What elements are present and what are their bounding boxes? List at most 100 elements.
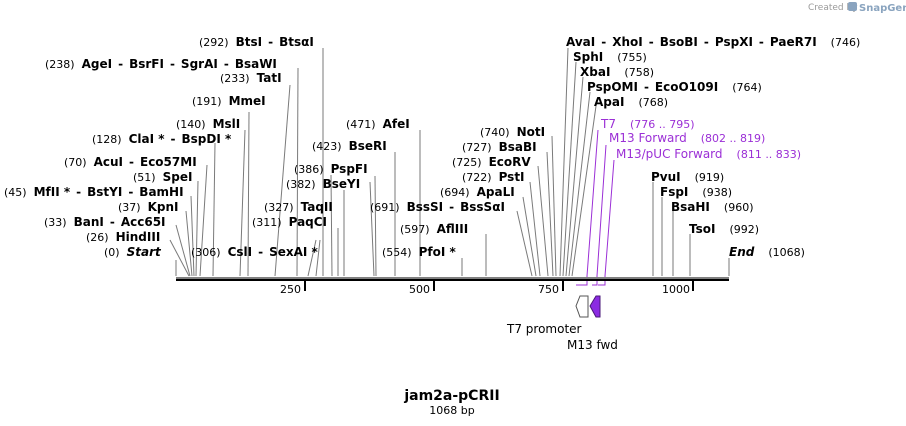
enzyme-name: PaqCI bbox=[289, 215, 327, 229]
enzyme-name: TsoI bbox=[689, 222, 715, 236]
primer-range: (802 .. 819) bbox=[701, 132, 766, 145]
enzyme-name: SpeI bbox=[163, 170, 193, 184]
enzyme-name: BamHI bbox=[139, 185, 183, 199]
site-position: (238) bbox=[45, 58, 75, 71]
site-label: End (1068) bbox=[729, 245, 805, 259]
enzyme-name: Eco57MI bbox=[140, 155, 197, 169]
site-label: (33)BanI-Acc65I bbox=[44, 215, 166, 229]
site-position: (26) bbox=[86, 231, 109, 244]
enzyme-name: KpnI bbox=[148, 200, 179, 214]
site-label: (128)ClaI *-BspDI * bbox=[92, 132, 232, 146]
site-position: (382) bbox=[286, 178, 316, 191]
enzyme-name: BtsI bbox=[236, 35, 263, 49]
primer-range: (811 .. 833) bbox=[737, 148, 802, 161]
site-label: (725) EcoRV bbox=[452, 155, 531, 169]
enzyme-name: BanI bbox=[74, 215, 104, 229]
site-label: (306)CslI-SexAI * bbox=[191, 245, 319, 259]
site-label: (51) SpeI bbox=[133, 170, 192, 184]
site-position: (919) bbox=[695, 171, 725, 184]
site-label: (70)AcuI-Eco57MI bbox=[64, 155, 197, 169]
site-separator: - bbox=[76, 185, 81, 199]
enzyme-name: PaeR7I bbox=[770, 35, 817, 49]
enzyme-name: Start bbox=[127, 245, 162, 259]
site-label: (191)MmeI bbox=[192, 94, 266, 108]
enzyme-name: MfII * bbox=[34, 185, 71, 199]
site-position: (233) bbox=[220, 72, 250, 85]
site-separator: - bbox=[129, 155, 134, 169]
site-position: (554) bbox=[382, 246, 412, 259]
primer-range: (776 .. 795) bbox=[630, 118, 695, 131]
site-separator: - bbox=[449, 200, 454, 214]
site-position: (128) bbox=[92, 133, 122, 146]
tick-label: 500 bbox=[409, 283, 430, 296]
site-label: PspOMI-EcoO109I(764) bbox=[587, 80, 762, 94]
site-position: (292) bbox=[199, 36, 229, 49]
site-position: (423) bbox=[312, 140, 342, 153]
site-label: ApaI(768) bbox=[594, 95, 668, 109]
site-position: (764) bbox=[732, 81, 762, 94]
enzyme-name: TaqII bbox=[301, 200, 333, 214]
site-position: (992) bbox=[729, 223, 759, 236]
site-position: (327) bbox=[264, 201, 294, 214]
site-label: (37) KpnI bbox=[118, 200, 179, 214]
site-position: (938) bbox=[702, 186, 732, 199]
site-separator: - bbox=[268, 35, 273, 49]
enzyme-name: PvuI bbox=[651, 170, 681, 184]
tick-marks bbox=[304, 281, 694, 291]
site-position: (725) bbox=[452, 156, 482, 169]
enzyme-name: ApaI bbox=[594, 95, 624, 109]
enzyme-name: AflIII bbox=[437, 222, 469, 236]
enzyme-name: PspFI bbox=[331, 162, 368, 176]
site-label: (311) PaqCI bbox=[252, 215, 327, 229]
site-position: (311) bbox=[252, 216, 282, 229]
site-label: FspI (938) bbox=[660, 185, 732, 199]
site-label: PvuI (919) bbox=[651, 170, 724, 184]
site-position: (51) bbox=[133, 171, 156, 184]
site-position: (597) bbox=[400, 223, 430, 236]
enzyme-name: EcoO109I bbox=[655, 80, 718, 94]
enzyme-name: SphI bbox=[573, 50, 603, 64]
m13-fwd-arrow-icon bbox=[589, 295, 601, 318]
site-label: (327) TaqII bbox=[264, 200, 333, 214]
enzyme-name: AfeI bbox=[383, 117, 410, 131]
site-position: (37) bbox=[118, 201, 141, 214]
enzyme-name: BsaWI bbox=[235, 57, 277, 71]
site-label: (382)BseYI bbox=[286, 177, 360, 191]
site-separator: - bbox=[110, 215, 115, 229]
enzyme-name: AcuI bbox=[94, 155, 123, 169]
t7-promoter-arrow-icon bbox=[575, 295, 589, 318]
enzyme-name: NotI bbox=[517, 125, 546, 139]
enzyme-name: BspDI * bbox=[182, 132, 232, 146]
enzyme-name: PspOMI bbox=[587, 80, 638, 94]
site-position: (740) bbox=[480, 126, 510, 139]
enzyme-name: End bbox=[729, 245, 755, 259]
enzyme-name: SgrAI bbox=[181, 57, 218, 71]
site-position: (1068) bbox=[768, 246, 805, 259]
enzyme-name: MslI bbox=[213, 117, 241, 131]
tick-label: 250 bbox=[280, 283, 301, 296]
backbone bbox=[176, 277, 729, 281]
enzyme-name: EcoRV bbox=[489, 155, 532, 169]
primer-label: T7 (776 .. 795) bbox=[600, 117, 695, 131]
site-label: (471)AfeI bbox=[346, 117, 410, 131]
enzyme-name: ApaLI bbox=[477, 185, 515, 199]
enzyme-name: BssSαI bbox=[460, 200, 505, 214]
enzyme-name: BsaHI bbox=[671, 200, 710, 214]
enzyme-name: FspI bbox=[660, 185, 688, 199]
feature-label-t7-promoter: T7 promoter bbox=[506, 322, 582, 336]
site-position: (960) bbox=[724, 201, 754, 214]
site-separator: - bbox=[224, 57, 229, 71]
site-label: (140)MslI bbox=[176, 117, 240, 131]
site-label: (740) NotI bbox=[480, 125, 545, 139]
enzyme-name: AgeI bbox=[82, 57, 112, 71]
site-label: (386)PspFI bbox=[294, 162, 368, 176]
credit-brand: SnapGene bbox=[859, 3, 906, 14]
enzyme-name: HindIII bbox=[116, 230, 161, 244]
enzyme-name: BsoBI bbox=[660, 35, 698, 49]
enzyme-name: BtsαI bbox=[279, 35, 314, 49]
primer-label: M13 Forward(802 .. 819) bbox=[609, 131, 765, 145]
site-separator: - bbox=[118, 57, 123, 71]
site-label: (0)Start bbox=[104, 245, 162, 259]
enzyme-name: XhoI bbox=[612, 35, 643, 49]
primer-name: T7 bbox=[600, 117, 616, 131]
